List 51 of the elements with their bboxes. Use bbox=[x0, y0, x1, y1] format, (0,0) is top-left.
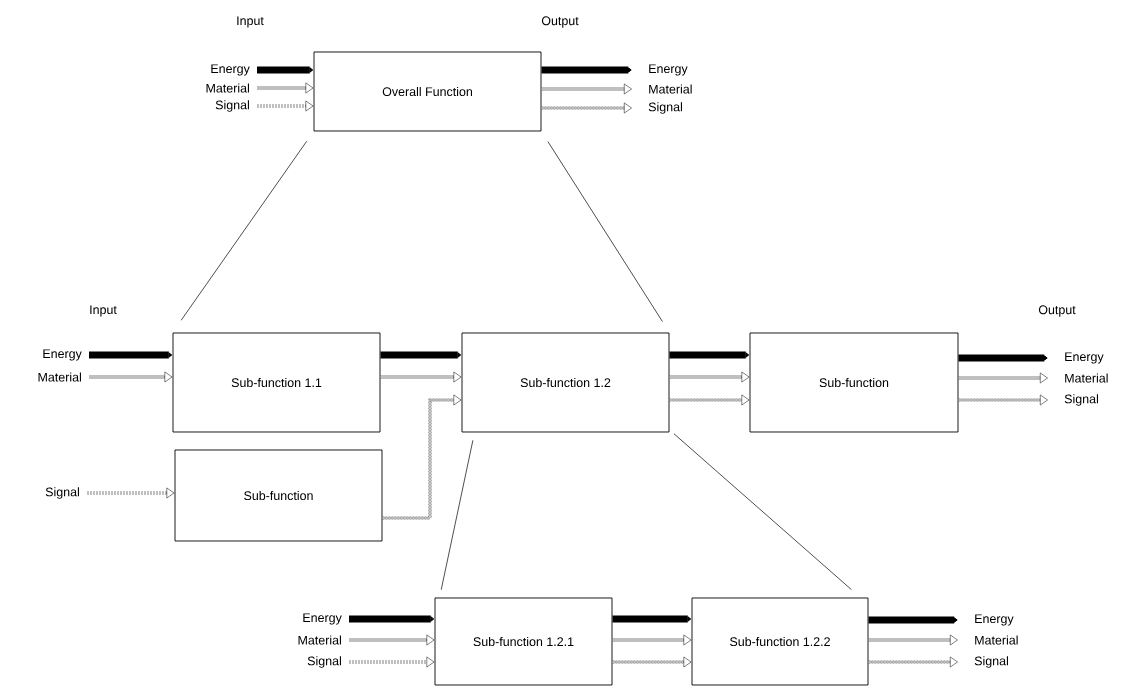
heading-label: Output bbox=[1038, 305, 1076, 317]
flow-arrow bbox=[88, 371, 173, 383]
flow-label: Signal bbox=[215, 100, 249, 112]
flow-label: Material bbox=[1065, 373, 1108, 383]
flow-arrow bbox=[86, 487, 175, 499]
function-box: Sub-function bbox=[174, 449, 383, 542]
flow-arrow bbox=[957, 372, 1048, 384]
flow-label: Signal bbox=[45, 487, 79, 499]
flow-label: Material bbox=[298, 635, 341, 645]
flow-label: Energy bbox=[649, 64, 688, 76]
function-box: Overall Function bbox=[313, 51, 542, 132]
flow-arrow bbox=[348, 656, 435, 668]
flow-arrow bbox=[540, 83, 632, 95]
flow-label: Energy bbox=[975, 614, 1014, 626]
flow-label: Signal bbox=[974, 656, 1008, 668]
flow-label: Material bbox=[206, 83, 249, 93]
heading-label: Input bbox=[237, 16, 264, 28]
flow-label: Energy bbox=[43, 349, 82, 361]
flow-label: Signal bbox=[1064, 394, 1098, 406]
connector-line bbox=[440, 439, 474, 591]
flow-arrow bbox=[256, 82, 314, 94]
flow-arrow bbox=[540, 102, 632, 114]
flow-label: Material bbox=[975, 635, 1018, 645]
flow-arrow bbox=[379, 371, 462, 383]
flow-arrow bbox=[256, 100, 314, 112]
flow-arrow bbox=[668, 394, 750, 406]
flow-label: Material bbox=[38, 372, 81, 382]
function-box: Sub-function 1.2.2 bbox=[691, 597, 869, 686]
flow-label: Signal bbox=[648, 102, 682, 114]
connector-line bbox=[547, 141, 663, 322]
flow-label: Energy bbox=[303, 613, 342, 625]
function-box: Sub-function 1.2.1 bbox=[434, 597, 613, 686]
heading-label: Output bbox=[541, 16, 579, 28]
connector-line bbox=[180, 140, 308, 321]
connector-line bbox=[673, 433, 852, 590]
flow-label: Energy bbox=[1065, 352, 1104, 364]
flow-label: Signal bbox=[307, 656, 341, 668]
function-box: Sub-function 1.1 bbox=[172, 332, 381, 433]
function-box: Sub-function 1.2 bbox=[461, 332, 670, 433]
function-box: Sub-function bbox=[749, 332, 959, 433]
heading-label: Input bbox=[90, 305, 117, 317]
flow-arrow bbox=[348, 634, 435, 646]
flow-arrow bbox=[668, 371, 750, 383]
flow-label: Material bbox=[649, 84, 692, 94]
flow-arrow bbox=[611, 634, 692, 646]
flow-arrow bbox=[611, 656, 692, 668]
flow-arrow bbox=[867, 634, 958, 646]
flow-arrow bbox=[957, 394, 1048, 406]
flow-arrow bbox=[381, 394, 462, 520]
flow-arrow bbox=[867, 656, 958, 668]
flow-label: Energy bbox=[211, 64, 250, 76]
